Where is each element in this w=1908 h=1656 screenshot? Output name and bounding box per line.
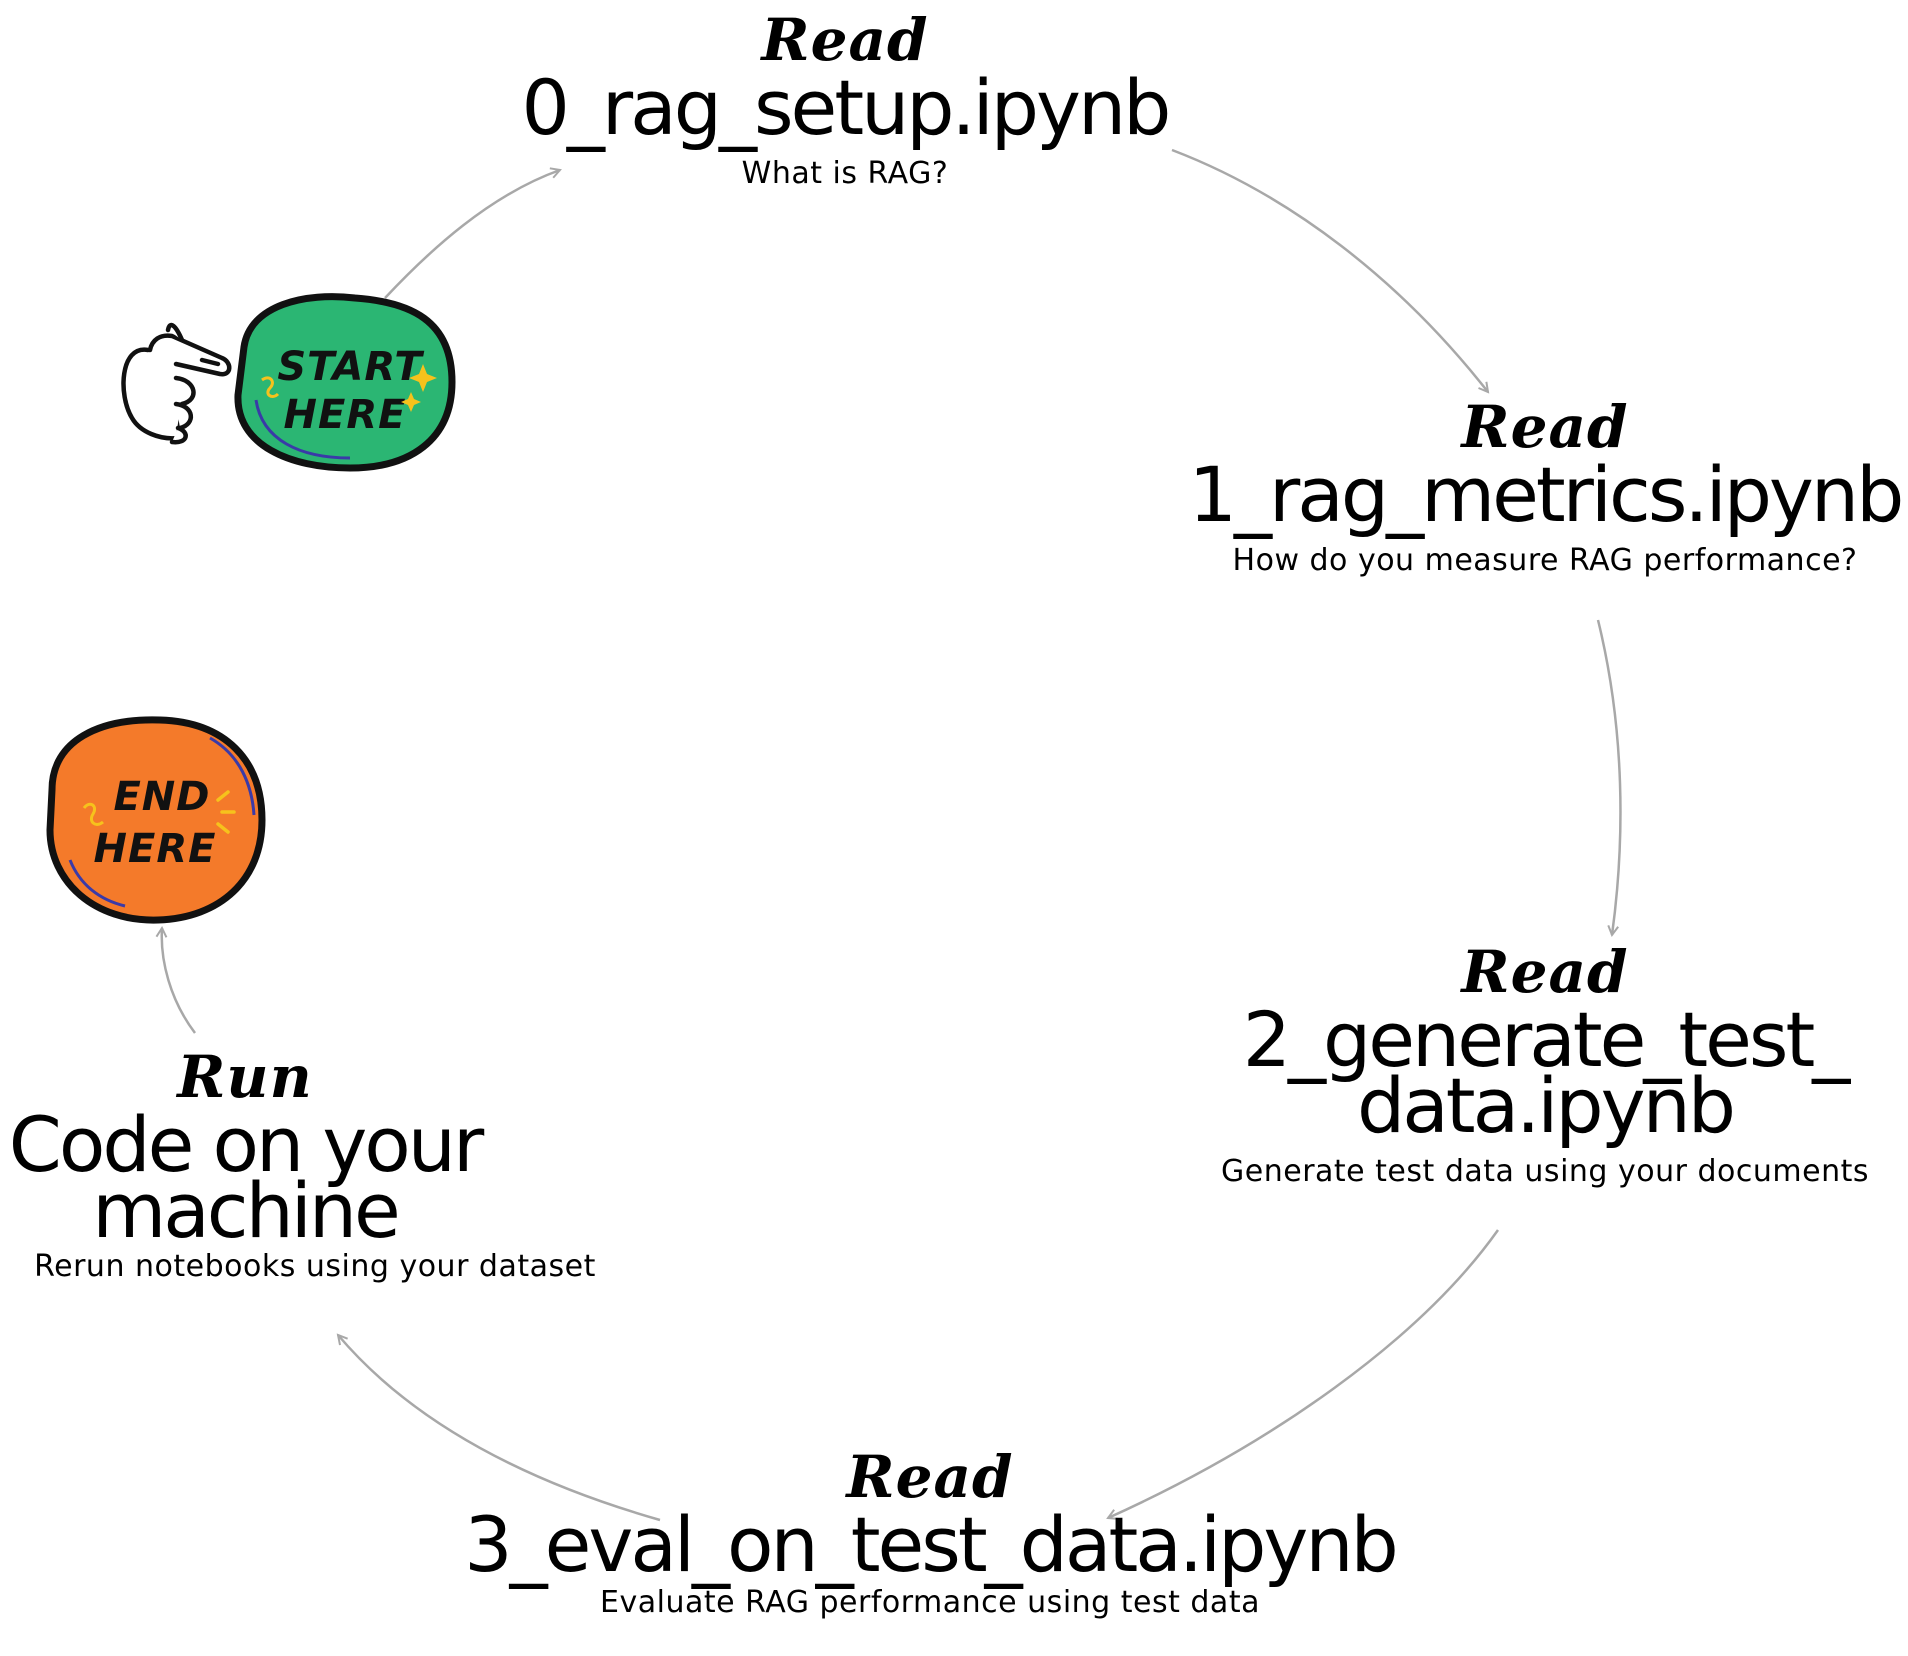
step-1-title[interactable]: 1_rag_metrics.ipynb	[1188, 450, 1905, 539]
step-4-subtitle: Rerun notebooks using your dataset	[34, 1249, 596, 1284]
arrow-step-2-to-step-3	[1108, 1229, 1500, 1518]
step-4-verb: Run	[177, 1043, 313, 1111]
end-badge-shape	[46, 716, 266, 924]
step-1-verb: Read	[1461, 393, 1629, 461]
arrow-step-0-to-step-1	[1171, 148, 1488, 392]
step-3-title[interactable]: 3_eval_on_test_data.ipynb	[464, 1500, 1398, 1589]
step-2-block: Read 2_generate_test_ data.ipynb Generat…	[1185, 940, 1905, 1192]
end-badge-inner-ring	[209, 736, 256, 816]
end-badge-line-1: END	[113, 774, 210, 820]
end-here-badge[interactable]: END HERE	[46, 716, 266, 924]
step-4-title-line-2[interactable]: machine	[92, 1166, 401, 1255]
step-4-block: Run Code on your machine Rerun notebooks…	[0, 1045, 620, 1287]
step-3-verb: Read	[846, 1443, 1014, 1511]
arrow-step-4-to-end	[162, 928, 196, 1034]
confetti-icon	[216, 790, 236, 834]
arrow-start-to-step-0	[384, 170, 560, 299]
end-badge-line-2: HERE	[94, 826, 217, 872]
step-2-verb: Read	[1461, 938, 1629, 1006]
arrow-step-1-to-step-2	[1596, 619, 1622, 935]
start-badge-shape	[234, 293, 456, 472]
step-1-block: Read 1_rag_metrics.ipynb How do you meas…	[1185, 395, 1905, 581]
step-2-subtitle: Generate test data using your documents	[1221, 1154, 1869, 1189]
start-badge-line-1: START	[277, 344, 424, 390]
step-0-verb: Read	[761, 6, 929, 74]
step-2-title-line-2[interactable]: data.ipynb	[1356, 1061, 1736, 1150]
step-3-subtitle: Evaluate RAG performance using test data	[600, 1585, 1260, 1620]
squiggle-icon	[82, 802, 104, 826]
start-badge-inner-ring	[254, 399, 351, 460]
step-0-block: Read 0_rag_setup.ipynb What is RAG?	[445, 8, 1245, 194]
end-badge-inner-ring-low	[68, 859, 126, 908]
step-4-title-line-1[interactable]: Code on your	[8, 1100, 484, 1189]
sparkle-icon	[401, 392, 421, 412]
step-1-subtitle: How do you measure RAG performance?	[1232, 543, 1858, 578]
pointing-hand-icon	[121, 322, 232, 445]
step-0-subtitle: What is RAG?	[741, 156, 949, 191]
step-0-title[interactable]: 0_rag_setup.ipynb	[521, 63, 1172, 152]
step-3-block: Read 3_eval_on_test_data.ipynb Evaluate …	[430, 1445, 1430, 1623]
squiggle-icon	[261, 376, 280, 398]
sparkle-icon	[409, 364, 437, 392]
arrow-step-3-to-step-4	[338, 1335, 661, 1522]
start-badge-line-2: HERE	[284, 392, 407, 438]
step-2-title-line-1[interactable]: 2_generate_test_	[1242, 995, 1851, 1084]
start-here-badge[interactable]: START HERE	[234, 293, 456, 472]
